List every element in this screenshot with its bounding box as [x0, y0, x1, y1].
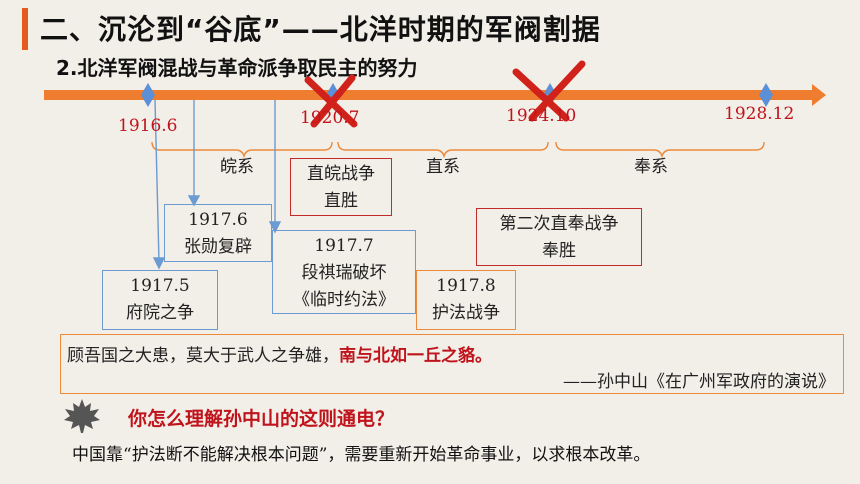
- event-duan-name: 段祺瑞破坏: [301, 263, 387, 283]
- quote-box: 顾吾国之大患，莫大于武人之争雄，南与北如一丘之貉。 ——孙中山《在广州军政府的演…: [60, 334, 844, 394]
- marker-1916: [141, 83, 155, 107]
- event-duan-law: 《临时约法》: [293, 290, 395, 310]
- marker-1928: [759, 83, 773, 107]
- timeline-arrowhead: [812, 84, 826, 106]
- quote-highlight: 南与北如一丘之貉。: [339, 346, 492, 366]
- event-zhifeng-war: 第二次直奉战争 奉胜: [476, 208, 642, 266]
- event-zhiwan-war: 直皖战争 直胜: [290, 158, 392, 216]
- quote-attribution: ——孙中山《在广州军政府的演说》: [563, 372, 835, 392]
- page-title: 二、沉沦到“谷底”——北洋时期的军阀割据: [40, 13, 601, 46]
- event-fuyuan-date: 1917.5: [130, 276, 190, 296]
- event-duan-date: 1917.7: [314, 236, 374, 256]
- timeline-axis: [44, 90, 814, 100]
- quote-text: 顾吾国之大患，莫大于武人之争雄，南与北如一丘之貉。: [67, 341, 492, 366]
- event-zhiwan-result: 直胜: [324, 191, 358, 211]
- date-1920: 1920.7: [300, 108, 360, 128]
- event-fuyuan-name: 府院之争: [126, 303, 194, 323]
- event-duan: 1917.7 段祺瑞破坏 《临时约法》: [272, 230, 416, 314]
- faction-zhi: 直系: [426, 157, 460, 177]
- title-accent-bar: [22, 8, 28, 50]
- event-connectors: [152, 99, 282, 270]
- event-zhifeng-result: 奉胜: [542, 241, 576, 261]
- date-1924: 1924.10: [506, 106, 577, 126]
- event-fuyuan: 1917.5 府院之争: [102, 270, 218, 330]
- event-hufa-date: 1917.8: [436, 276, 496, 296]
- date-1916: 1916.6: [118, 116, 178, 136]
- event-zhangxun-name: 张勋复辟: [184, 237, 252, 257]
- cross-mark-1920: [304, 74, 358, 128]
- page-subtitle: 2.北洋军阀混战与革命派争取民主的努力: [56, 56, 418, 80]
- date-1928: 1928.12: [724, 104, 795, 124]
- cross-mark-1924: [512, 60, 586, 122]
- event-zhifeng-title: 第二次直奉战争: [499, 214, 619, 234]
- maple-leaf-icon: [64, 399, 100, 433]
- event-hufa: 1917.8 护法战争: [416, 270, 516, 330]
- discussion-question: 你怎么理解孙中山的这则通电？: [128, 408, 395, 430]
- event-zhangxun-date: 1917.6: [188, 210, 248, 230]
- answer-text: 中国靠“护法断不能解决根本问题”，需要重新开始革命事业，以求根本改革。: [72, 445, 651, 465]
- faction-feng: 奉系: [634, 157, 668, 177]
- event-zhiwan-title: 直皖战争: [307, 164, 375, 184]
- event-zhangxun: 1917.6 张勋复辟: [164, 204, 272, 262]
- quote-text-main: 顾吾国之大患，莫大于武人之争雄，: [67, 346, 339, 366]
- event-hufa-name: 护法战争: [432, 303, 500, 323]
- faction-wan: 皖系: [220, 157, 254, 177]
